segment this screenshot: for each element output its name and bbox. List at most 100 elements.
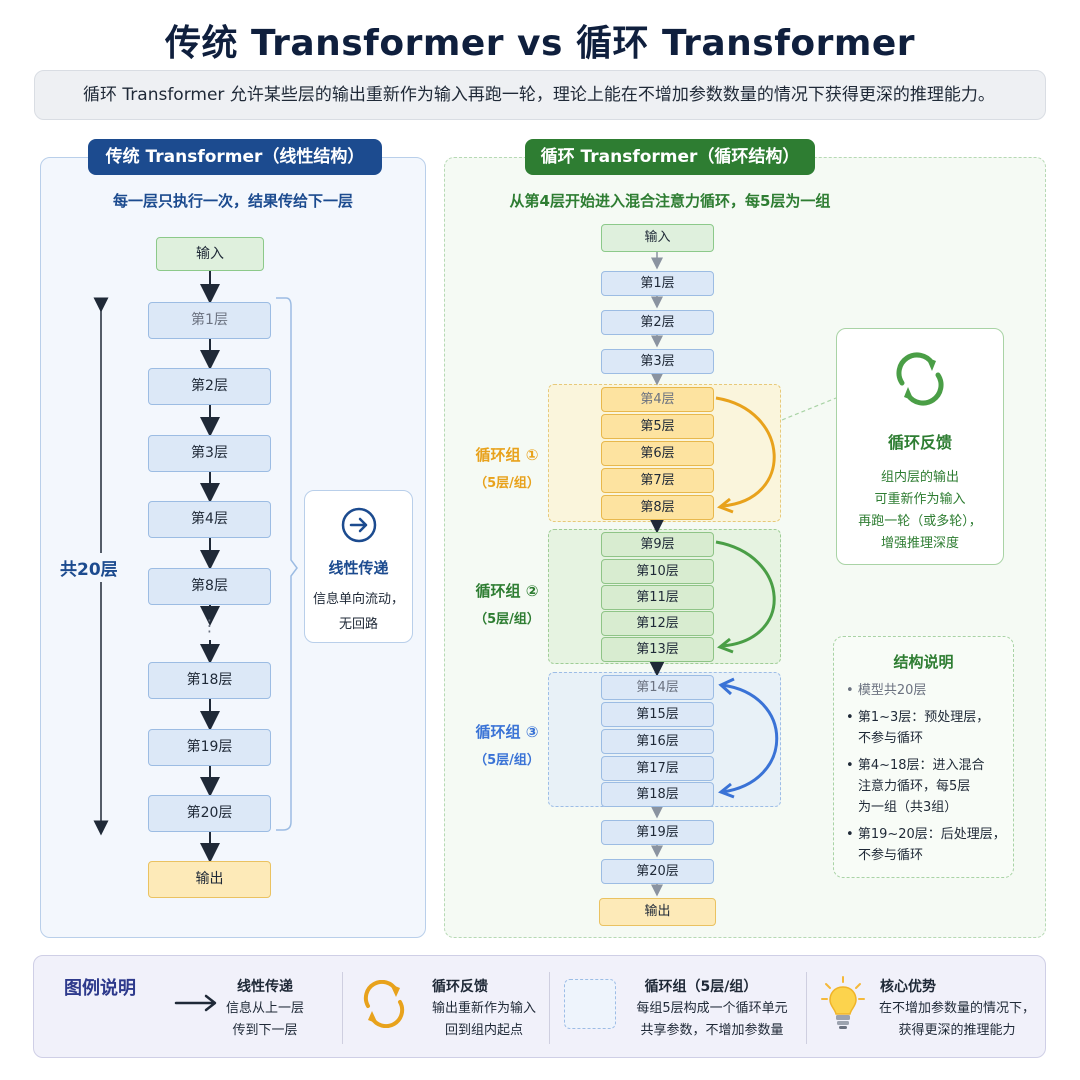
struct-item-text: 第19~20层：后处理层， [857,827,1006,842]
right-layer-box: 第18层 [601,782,714,807]
cycle-card-line: 再跑一轮（或多轮）， [858,514,982,529]
linear-card-title: 线性传递 [328,559,389,577]
group-3-sub: （5层/组） [474,753,540,768]
legend-line: 回到组内起点 [444,1023,523,1038]
legend-line: 共享参数，不增加参数量 [640,1023,784,1038]
legend-group-text: 每组5层构成一个循环单元 共享参数，不增加参数量 [626,998,798,1042]
loop-arrow-group-2 [715,540,776,648]
left-layer-box: 第3层 [148,435,271,472]
struct-card-list: • 模型共20层• 第1~3层：预处理层，不参与循环• 第4~18层：进入混合注… [834,680,1013,866]
legend-separator [342,972,343,1044]
legend-cycle-head: 循环反馈 [432,979,488,995]
left-ellipsis: ⋮ [201,616,218,635]
arrow-right-circle-icon [341,507,376,543]
lightbulb-icon [821,976,865,1029]
right-layer-box: 第6层 [601,441,714,466]
right-layer-box: 第12层 [601,611,714,636]
right-layer-box: 第4层 [601,387,714,412]
right-panel-header: 循环 Transformer（循环结构） [525,139,815,175]
left-input-box: 输入 [156,237,264,271]
legend-linear-text: 信息从上一层 传到下一层 [220,998,310,1042]
dashed-box-icon [564,979,616,1029]
cycle-card-line: 可重新作为输入 [874,492,966,507]
legend-line: 传到下一层 [232,1023,298,1038]
left-layer-box: 第4层 [148,501,271,538]
struct-item-text: 第4~18层：进入混合 [857,758,985,773]
right-layer-box: 第15层 [601,702,714,727]
right-layer-box: 第10层 [601,559,714,584]
page-title: 传统 Transformer vs 循环 Transformer [164,23,916,64]
struct-item-line: • 第19~20层：后处理层， [846,824,1013,845]
cycle-feedback-card: 循环反馈 组内层的输出 可重新作为输入 再跑一轮（或多轮）， 增强推理深度 [836,328,1004,565]
right-layer-box: 第1层 [601,271,714,296]
long-arrow-right-icon [174,994,217,1012]
left-panel-header: 传统 Transformer（线性结构） [88,139,382,175]
linear-card-text-1: 信息单向流动， [312,592,404,607]
left-layer-box: 第2层 [148,368,271,405]
legend-advantage-head: 核心优势 [880,979,936,995]
right-layer-box: 第2层 [601,310,714,335]
struct-item-text: 为一组（共3组） [858,800,958,815]
legend-group-head: 循环组（5层/组） [644,979,758,995]
bullet-icon: • [846,710,858,725]
group-2-sub: （5层/组） [474,612,540,627]
loop-arrowhead-1 [717,497,734,514]
total-layers-label: 共20层 [56,553,122,582]
right-layer-box: 第9层 [601,532,714,557]
legend-separator [806,972,807,1044]
right-layer-box: 第5层 [601,414,714,439]
linear-card-text-2: 无回路 [338,617,378,632]
right-layer-box: 第8层 [601,495,714,520]
legend-line: 获得更深的推理能力 [898,1023,1016,1038]
cycle-arrows-icon [363,980,405,1028]
group-3-label: 循环组 ③ [475,723,539,741]
right-panel-subheader: 从第4层开始进入混合注意力循环，每5层为一组 [509,192,831,210]
struct-item-line: 为一组（共3组） [846,797,1013,818]
struct-item: • 第4~18层：进入混合注意力循环，每5层为一组（共3组） [846,755,1013,818]
right-layer-box: 第3层 [601,349,714,374]
struct-item-line: • 第4~18层：进入混合 [846,755,1013,776]
struct-item: • 第19~20层：后处理层， 不参与循环 [846,824,1013,866]
bullet-icon: • [846,827,858,842]
legend-advantage-text: 在不增加参数量的情况下， 获得更深的推理能力 [872,998,1042,1042]
legend-line: 每组5层构成一个循环单元 [636,1001,788,1016]
legend-line: 信息从上一层 [225,1001,304,1016]
card-pointer-line [781,397,837,421]
legend-line: 输出重新作为输入 [431,1001,536,1016]
linear-pass-card: 线性传递 信息单向流动， 无回路 [304,490,413,643]
loop-arrowhead-2 [717,637,734,654]
structure-notes-card: 结构说明 • 模型共20层• 第1~3层：预处理层，不参与循环• 第4~18层：… [833,636,1014,878]
legend-line: 在不增加参数量的情况下， [878,1001,1035,1016]
left-layer-box: 第18层 [148,662,271,699]
struct-item-text: 注意力循环，每5层 [858,779,971,794]
group-1-label: 循环组 ① [475,446,539,464]
left-layer-box: 第20层 [148,795,271,832]
cycle-card-title: 循环反馈 [887,433,952,452]
struct-item-line: 注意力循环，每5层 [846,776,1013,797]
right-layer-box: 第17层 [601,756,714,781]
struct-item: • 第1~3层：预处理层，不参与循环 [846,707,1013,749]
right-layer-box: 第13层 [601,637,714,662]
subtitle-banner: 循环 Transformer 允许某些层的输出重新作为输入再跑一轮，理论上能在不… [34,70,1046,120]
cycle-card-line: 增强推理深度 [880,536,959,551]
right-output-box: 输出 [599,898,716,926]
loop-arrowhead-3a [718,677,735,696]
group-2-label: 循环组 ② [475,582,539,600]
legend-title: 图例说明 [64,978,136,999]
cycle-card-body: 组内层的输出 可重新作为输入 再跑一轮（或多轮）， 增强推理深度 [837,467,1003,555]
struct-item-text: 不参与循环 [858,848,924,863]
legend-separator [549,972,550,1044]
struct-card-title: 结构说明 [893,653,954,671]
right-layer-box: 第19层 [601,820,714,845]
bullet-icon: • [846,758,858,773]
legend-panel [33,955,1046,1058]
group-1-sub: （5层/组） [474,476,540,491]
right-layer-box: 第7层 [601,468,714,493]
loop-arrow-group-1 [715,396,776,508]
right-layer-box: 第14层 [601,675,714,700]
legend-linear-head: 线性传递 [237,979,293,995]
right-layer-box: 第20层 [601,859,714,884]
left-layer-box: 第8层 [148,568,271,605]
struct-item-text: 不参与循环 [858,731,924,746]
